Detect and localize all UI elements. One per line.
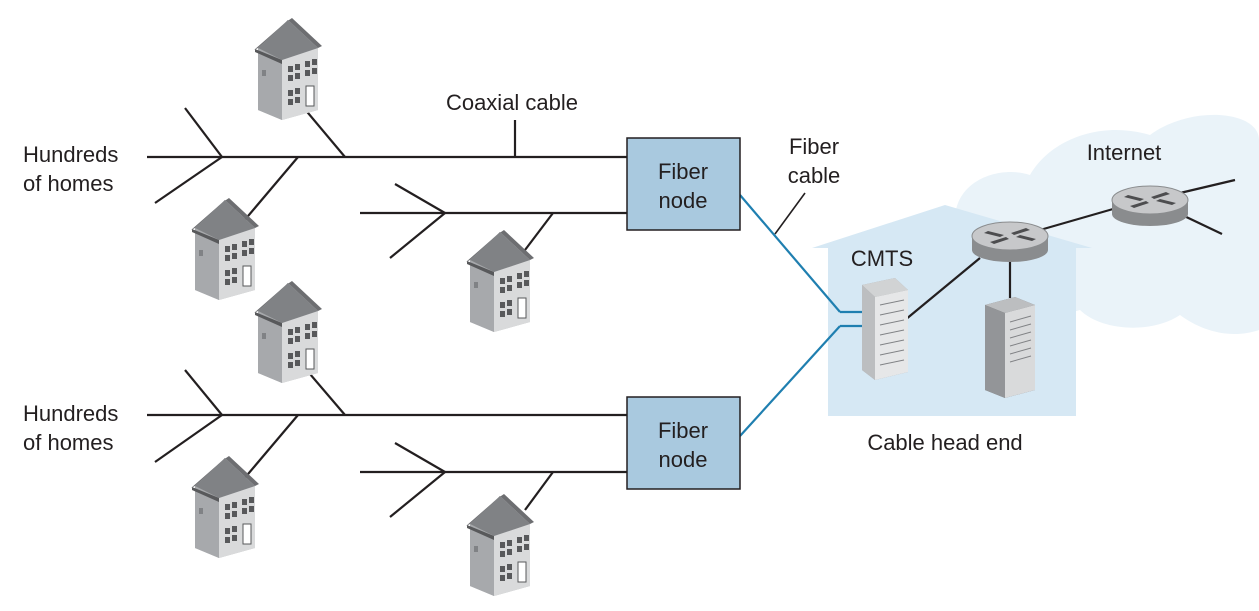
fiber-node-bottom: Fiber node	[626, 396, 741, 490]
house-icon	[253, 280, 323, 384]
cmts-rack-icon	[862, 278, 908, 380]
router-icon	[1111, 185, 1189, 227]
house-icon	[190, 197, 260, 301]
coax-cluster-bottom	[147, 359, 627, 518]
hundreds-of-homes-bottom-line2: of homes	[23, 430, 114, 455]
house-icon	[190, 455, 260, 559]
house-icon	[465, 493, 535, 597]
fiber-cable-label-2: cable	[788, 163, 841, 188]
fiber-node-top-label-2: node	[659, 188, 708, 213]
server-icon	[985, 297, 1035, 398]
fiber-cable-label-1: Fiber	[789, 134, 839, 159]
hundreds-of-homes-bottom-line1: Hundreds	[23, 401, 118, 426]
fiber-node-bottom-label-1: Fiber	[658, 418, 708, 443]
house-icon	[465, 229, 535, 333]
fiber-lines	[739, 194, 862, 437]
fiber-node-top: Fiber node	[626, 137, 741, 231]
cmts-label: CMTS	[851, 246, 913, 271]
internet-label: Internet	[1087, 140, 1162, 165]
house-icon	[253, 17, 323, 121]
fiber-node-bottom-label-2: node	[659, 447, 708, 472]
hundreds-of-homes-top-line2: of homes	[23, 171, 114, 196]
fiber-cable-pointer	[774, 192, 806, 235]
head-end-links	[904, 178, 1236, 321]
router-icon	[971, 221, 1049, 263]
coaxial-cable-label: Coaxial cable	[446, 90, 578, 115]
hundreds-of-homes-top-line1: Hundreds	[23, 142, 118, 167]
cable-head-end-label: Cable head end	[867, 430, 1022, 455]
fiber-node-top-label-1: Fiber	[658, 159, 708, 184]
cable-head-end-building	[812, 205, 1092, 416]
